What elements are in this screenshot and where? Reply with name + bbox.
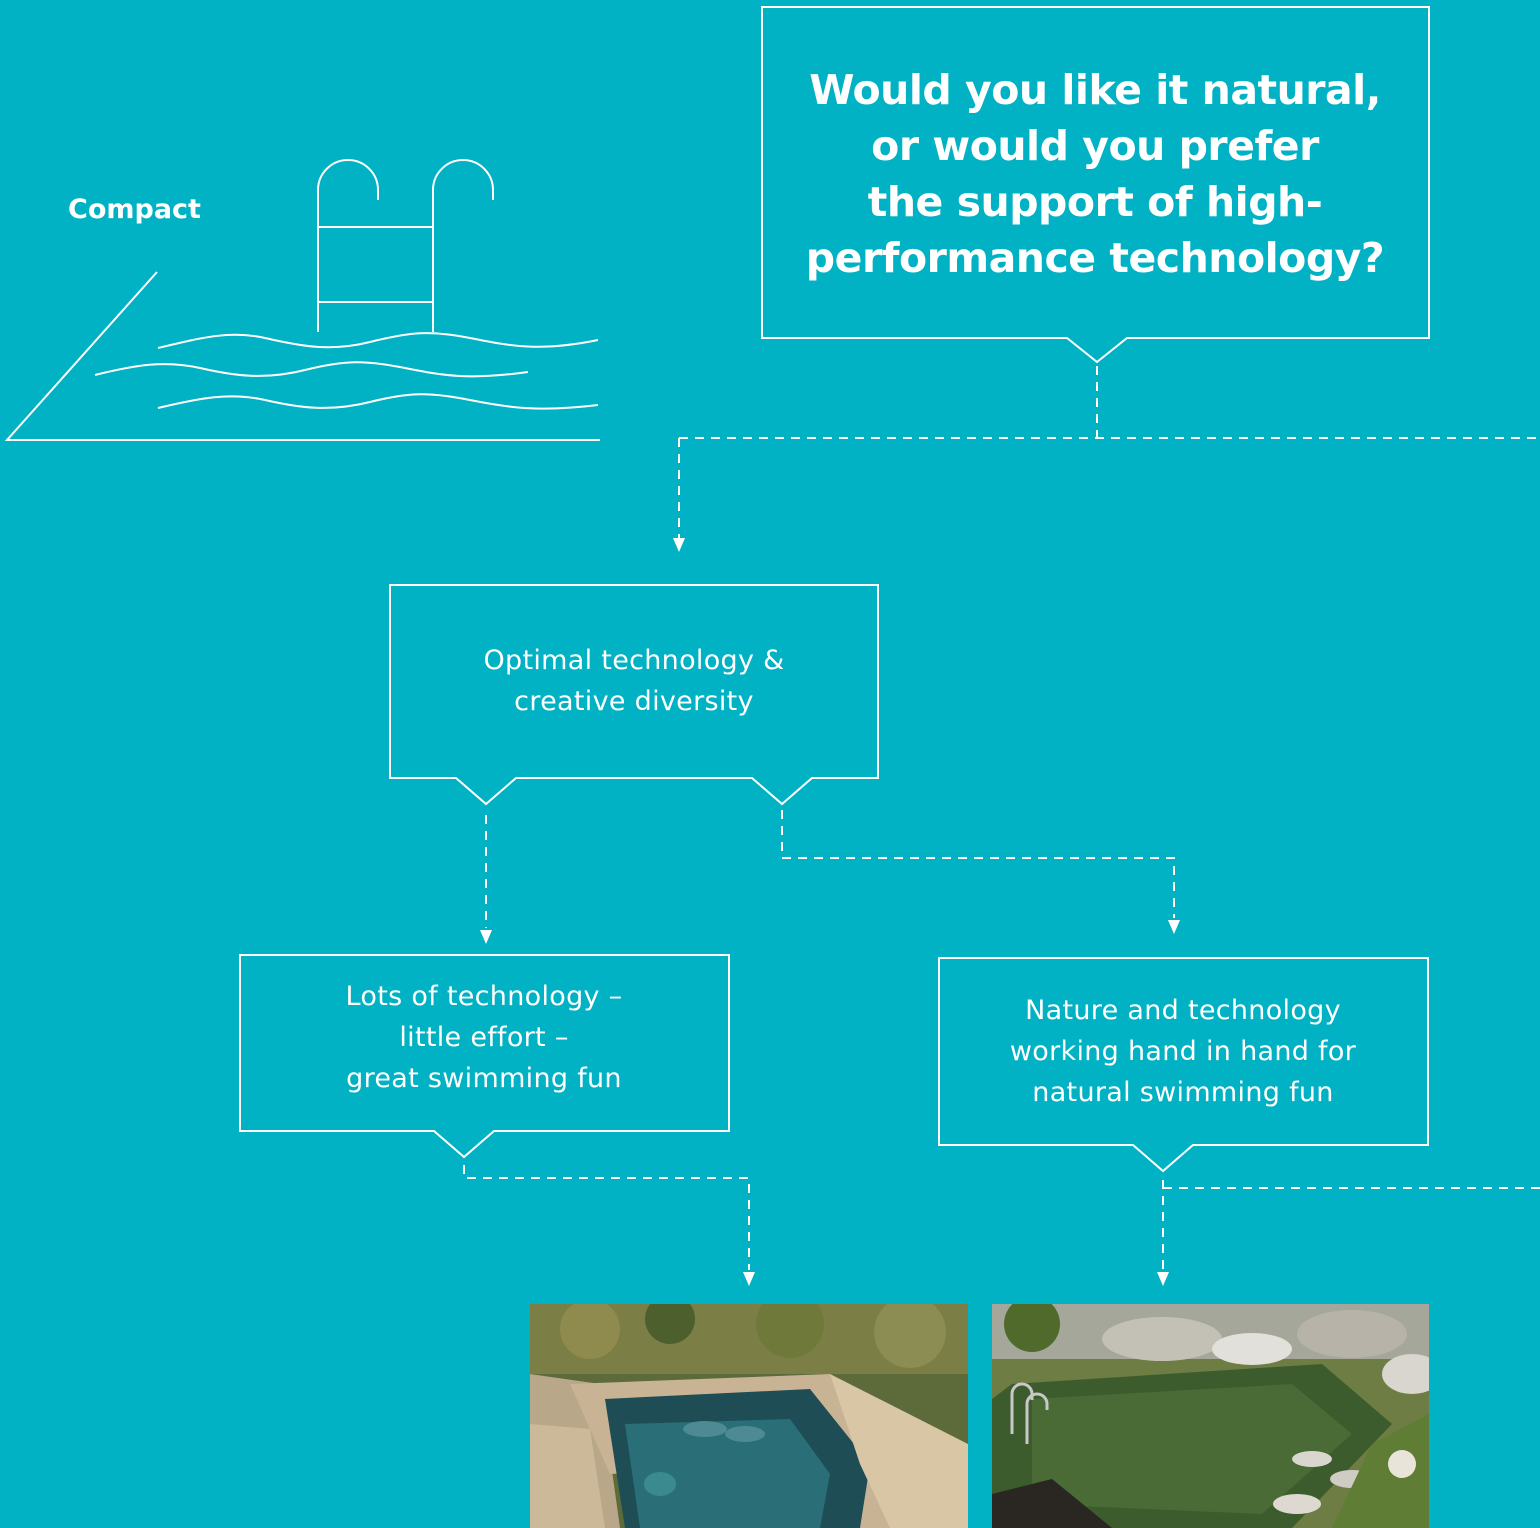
nature-line: Nature and technology [1025, 995, 1341, 1026]
arrowhead-lots [480, 930, 492, 944]
question-callout-box [761, 6, 1430, 364]
question-text: Would you like it natural, or would you … [770, 62, 1420, 286]
natural-swimming-pond-photo [992, 1304, 1429, 1528]
arrowhead-photo-1 [743, 1272, 755, 1286]
question-line: the support of high- [867, 178, 1323, 226]
lots-line: great swimming fun [346, 1063, 622, 1094]
optimal-line: Optimal technology & [483, 645, 785, 676]
optimal-line: creative diversity [514, 686, 754, 717]
arrowhead-photo-2 [1157, 1272, 1169, 1286]
technical-pool-photo [530, 1304, 968, 1528]
nature-callout-box [938, 957, 1429, 1173]
nature-line: natural swimming fun [1032, 1077, 1334, 1108]
compact-label: Compact [68, 194, 201, 225]
lots-text: Lots of technology – little effort – gre… [242, 976, 726, 1099]
lots-callout-box [239, 954, 730, 1159]
lots-line: Lots of technology – [345, 981, 623, 1012]
arrowhead-optimal [673, 538, 685, 552]
connector-lots-to-photo [463, 1165, 750, 1270]
swimming-pool-ladder-icon [4, 159, 600, 441]
question-line: performance technology? [805, 234, 1385, 282]
optimal-callout-box [389, 584, 879, 806]
question-line: Would you like it natural, [809, 66, 1381, 114]
optimal-text: Optimal technology & creative diversity [392, 640, 876, 722]
arrowhead-nature [1168, 920, 1180, 934]
nature-line: working hand in hand for [1009, 1036, 1357, 1067]
nature-text: Nature and technology working hand in ha… [940, 990, 1426, 1113]
question-line: or would you prefer [871, 122, 1319, 170]
connector-optimal-to-nature [781, 810, 1175, 918]
lots-line: little effort – [399, 1022, 569, 1053]
